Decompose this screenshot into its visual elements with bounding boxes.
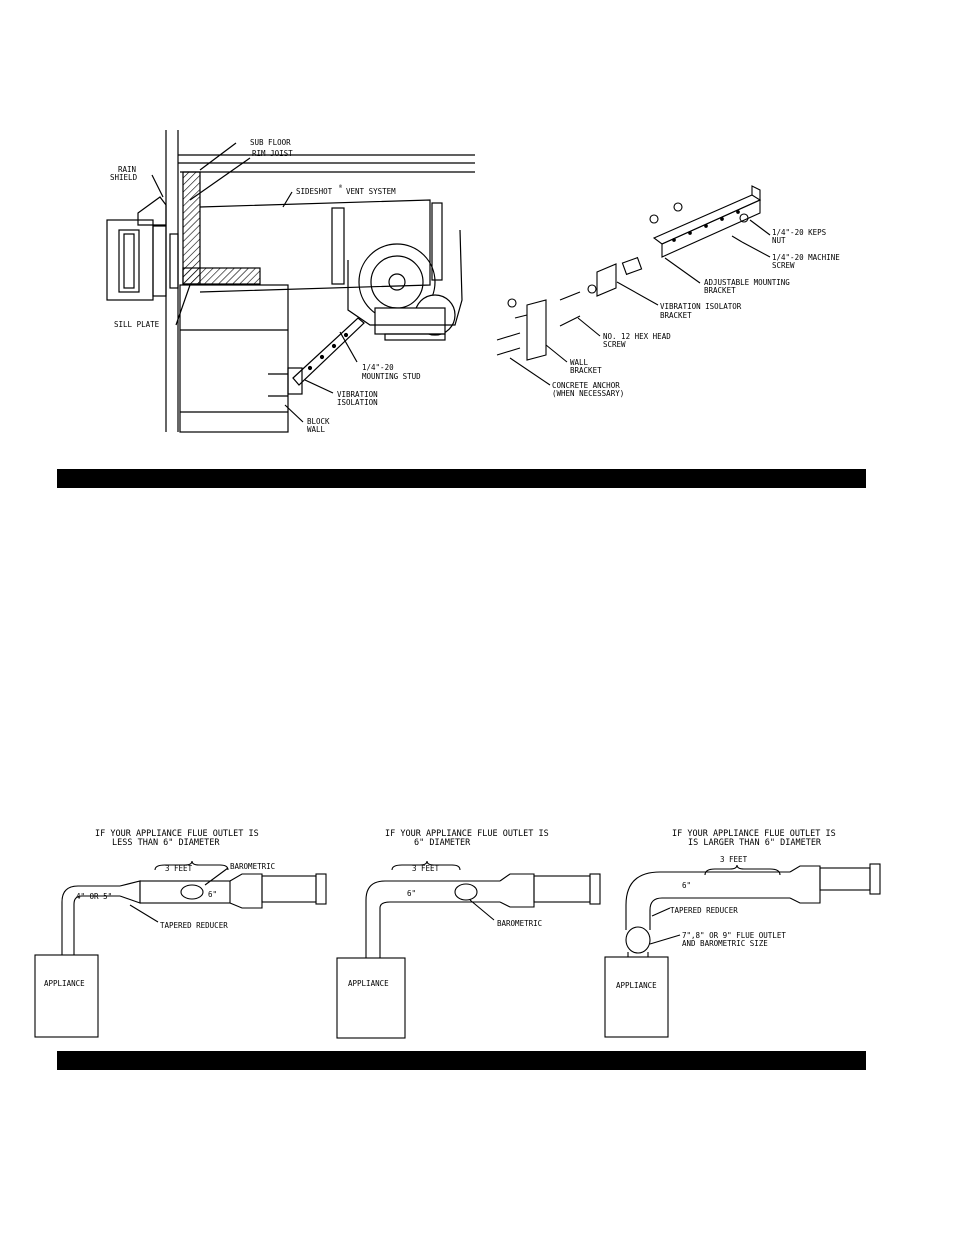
flue-1-barometric: BAROMETRIC xyxy=(230,862,275,871)
flue-1-title-2: LESS THAN 6" DIAMETER xyxy=(112,838,220,848)
flue-2-length: 3 FEET xyxy=(412,864,440,873)
flue-3-title-2: IS LARGER THAN 6" DIAMETER xyxy=(688,838,822,848)
label-keps-nut-2: NUT xyxy=(772,236,786,245)
flue-2-appliance: APPLIANCE xyxy=(348,979,389,988)
label-concrete-anchor-2: (WHEN NECESSARY) xyxy=(552,389,624,398)
flue-labels-3: IF YOUR APPLIANCE FLUE OUTLET IS IS LARG… xyxy=(616,829,836,990)
section-divider-bar-2 xyxy=(57,1051,866,1070)
label-hex-screw: NO. 12 HEX HEAD xyxy=(603,332,671,341)
install-diagram xyxy=(106,130,475,433)
label-wall-bracket-2: BRACKET xyxy=(570,366,602,375)
label-hex-screw-2: SCREW xyxy=(603,340,626,349)
label-sub-floor: SUB FLOOR xyxy=(250,138,291,147)
flue-labels-2: IF YOUR APPLIANCE FLUE OUTLET IS 6" DIAM… xyxy=(348,829,549,988)
flue-2-title-2: 6" DIAMETER xyxy=(414,838,471,848)
flue-diagram-2 xyxy=(336,860,601,1039)
flue-3-pipe-size: 6" xyxy=(682,881,691,890)
flue-1-title: IF YOUR APPLIANCE FLUE OUTLET IS xyxy=(95,829,259,839)
label-rim-joist: RIM JOIST xyxy=(252,149,293,158)
label-concrete-anchor: CONCRETE ANCHOR xyxy=(552,381,620,390)
flue-1-reducer: TAPERED REDUCER xyxy=(160,921,228,930)
flue-3-title: IF YOUR APPLIANCE FLUE OUTLET IS xyxy=(672,829,836,839)
flue-3-note: 7",8" OR 9" FLUE OUTLET xyxy=(682,931,786,940)
bracket-diagram xyxy=(496,185,771,386)
label-rain-shield: RAIN xyxy=(118,165,136,174)
flue-1-length: 3 FEET xyxy=(165,864,193,873)
install-labels: RAIN SHIELD SUB FLOOR RIM JOIST SIDESHOT… xyxy=(110,138,421,434)
label-isolator-bracket-2: BRACKET xyxy=(660,311,692,320)
flue-1-appliance: APPLIANCE xyxy=(44,979,85,988)
flue-1-pipe-size: 4" OR 5" xyxy=(76,892,112,901)
label-wall-bracket: WALL xyxy=(570,358,589,367)
label-adjustable-bracket: ADJUSTABLE MOUNTING xyxy=(704,278,790,287)
flue-3-length: 3 FEET xyxy=(720,855,748,864)
label-block: BLOCK xyxy=(307,417,330,426)
label-block-2: WALL xyxy=(307,425,326,434)
label-rain-shield-2: SHIELD xyxy=(110,173,138,182)
label-machine-screw: 1/4"-20 MACHINE xyxy=(772,253,840,262)
section-divider-bar xyxy=(57,469,866,488)
label-stud: 1/4"-20 xyxy=(362,363,394,372)
flue-3-appliance: APPLIANCE xyxy=(616,981,657,990)
bracket-labels: 1/4"-20 KEPS NUT 1/4"-20 MACHINE SCREW A… xyxy=(552,228,840,398)
flue-2-pipe-size: 6" xyxy=(407,889,416,898)
flue-diagram-3 xyxy=(604,863,881,1038)
label-adjustable-bracket-2: BRACKET xyxy=(704,286,736,295)
label-keps-nut: 1/4"-20 KEPS xyxy=(772,228,827,237)
flue-2-title: IF YOUR APPLIANCE FLUE OUTLET IS xyxy=(385,829,549,839)
label-isolator-bracket: VIBRATION ISOLATOR xyxy=(660,302,742,311)
flue-diagram-1 xyxy=(34,860,327,1038)
flue-3-note-2: AND BAROMETRIC SIZE xyxy=(682,939,768,948)
flue-labels-1: IF YOUR APPLIANCE FLUE OUTLET IS LESS TH… xyxy=(44,829,275,988)
label-vent-system-2: VENT SYSTEM xyxy=(346,187,396,196)
label-machine-screw-2: SCREW xyxy=(772,261,795,270)
flue-2-barometric: BAROMETRIC xyxy=(497,919,542,928)
label-vent-system-reg: ® xyxy=(339,184,343,190)
flue-3-reducer: TAPERED REDUCER xyxy=(670,906,738,915)
label-vent-system: SIDESHOT xyxy=(296,187,333,196)
flue-1-pipe-size-2: 6" xyxy=(208,890,217,899)
label-vibration: VIBRATION xyxy=(337,390,378,399)
label-sill-plate: SILL PLATE xyxy=(114,320,160,329)
label-vibration-2: ISOLATION xyxy=(337,398,378,407)
label-stud-2: MOUNTING STUD xyxy=(362,372,421,381)
